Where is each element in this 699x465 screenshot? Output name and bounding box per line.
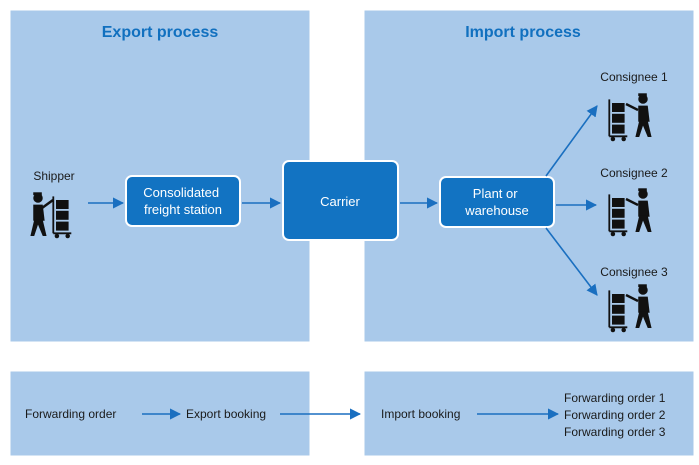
consignee-2-label: Consignee 2 xyxy=(600,166,668,180)
shipper-label: Shipper xyxy=(33,169,74,183)
arrow-plant-to-consignee-1 xyxy=(545,105,598,177)
import-booking-label: Import booking xyxy=(381,407,460,421)
carrier-box xyxy=(282,160,399,241)
consignee-3-label: Consignee 3 xyxy=(600,265,668,279)
consolidated-label: Consolidated freight station xyxy=(143,185,223,217)
consignee-1-icon xyxy=(608,93,652,143)
forwarding-order-label: Forwarding order xyxy=(25,407,116,421)
consignee-1-label: Consignee 1 xyxy=(600,70,668,84)
consolidated-line-1: Consolidated xyxy=(143,185,219,200)
shipper-icon xyxy=(30,192,73,240)
carrier-label: Carrier xyxy=(320,194,360,209)
plant-label: Plant or warehouse xyxy=(464,186,529,218)
plant-line-1: Plant or xyxy=(473,186,518,201)
consignee-3-icon xyxy=(608,284,652,334)
consignee-2-icon xyxy=(608,188,652,238)
import-title: Import process xyxy=(465,24,581,41)
export-title: Export process xyxy=(102,24,219,41)
plant-line-2: warehouse xyxy=(464,203,529,218)
arrow-plant-to-consignee-3 xyxy=(545,227,598,296)
export-booking-label: Export booking xyxy=(186,407,266,421)
forwarding-order-1-label: Forwarding order 1 xyxy=(564,391,666,405)
forwarding-order-3-label: Forwarding order 3 xyxy=(564,425,666,439)
plant-warehouse-box xyxy=(439,176,555,228)
consolidated-line-2: freight station xyxy=(144,202,222,217)
forwarding-order-2-label: Forwarding order 2 xyxy=(564,408,666,422)
consolidated-freight-station-box xyxy=(125,175,241,227)
